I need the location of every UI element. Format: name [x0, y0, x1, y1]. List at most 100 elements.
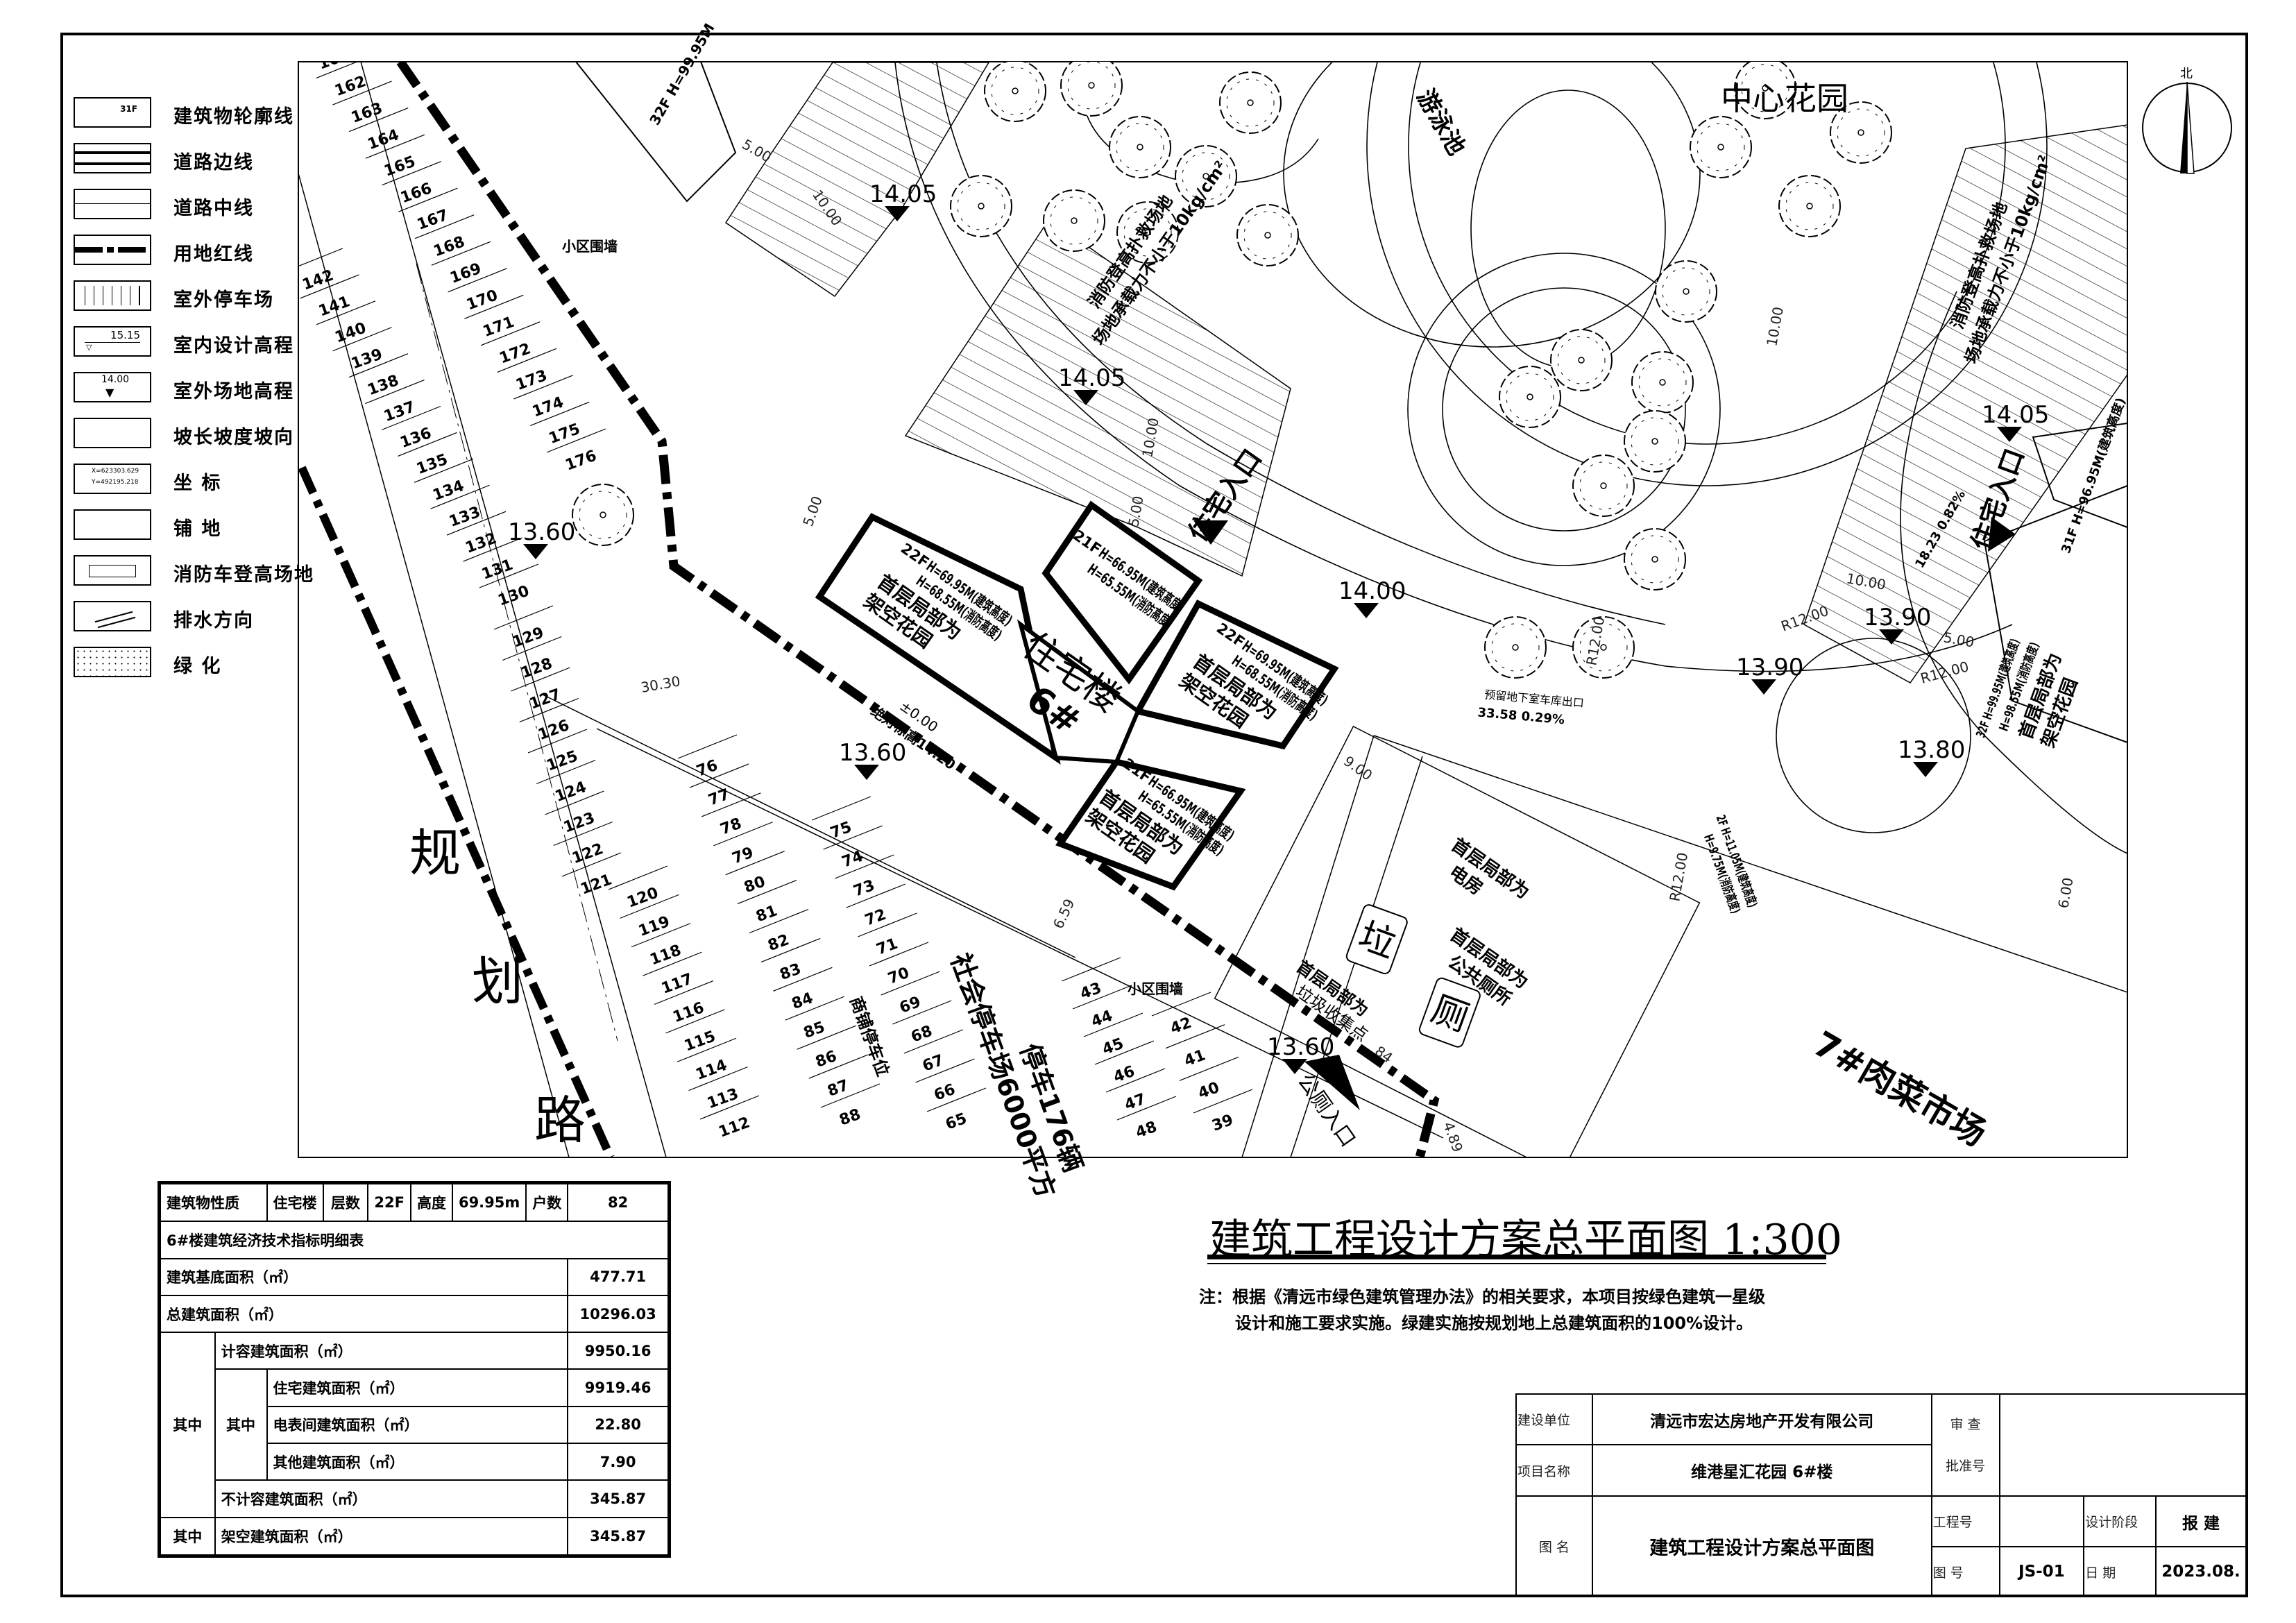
parking-stall-number: 114	[694, 1057, 730, 1084]
parking-stall-number: 113	[705, 1085, 741, 1112]
legend-label: 道路中线	[173, 198, 254, 219]
parking-stall-line	[654, 980, 714, 1005]
parking-stall-number: 118	[648, 942, 684, 969]
parking-stall-line	[737, 880, 797, 905]
parking-stall-line	[398, 187, 458, 212]
title-block: 建设单位 清远市宏达房地产开发有限公司 审 查批准号 项目名称 维港星汇花园 6…	[1515, 1393, 2247, 1597]
sheet-number: JS-01	[1998, 1546, 2085, 1597]
legend-swatch: 31F	[74, 97, 151, 128]
road-name-char: 路	[534, 1091, 586, 1150]
table-cell: 其中	[214, 1368, 268, 1481]
property-red-line	[396, 62, 1440, 1157]
table-cell: 户数	[525, 1182, 569, 1223]
parking-stall-line	[665, 1009, 725, 1034]
plan-content: 1611621631641651661671681691701711721731…	[298, 62, 2127, 1157]
pool-label: 游泳池	[1411, 85, 1471, 160]
road-name-char: 划	[472, 952, 523, 1012]
fire-truck-area	[904, 218, 1291, 577]
legend-sample: X=623303.629	[92, 468, 139, 475]
parking-stall-line	[926, 1087, 987, 1112]
review-label: 审 查	[1950, 1416, 1981, 1432]
client-name: 清远市宏达房地产开发有限公司	[1591, 1393, 1932, 1445]
legend-label: 建筑物轮廓线	[173, 106, 294, 128]
table-cell: 建筑物性质	[158, 1182, 268, 1223]
table-row: 建筑基底面积（㎡）477.71	[158, 1257, 670, 1296]
parking-stall-number: 88	[837, 1106, 863, 1130]
north-arrow: 北	[2142, 67, 2232, 174]
parking-stall-number: 132	[464, 530, 500, 557]
parking-stall-number: 131	[479, 556, 516, 584]
table-cell: 计容建筑面积（㎡）	[214, 1332, 569, 1370]
parking-stall-number: 112	[717, 1114, 753, 1141]
table-cell: 住宅建筑面积（㎡）	[266, 1368, 569, 1407]
table-cell: 建筑基底面积（㎡）	[158, 1257, 569, 1296]
parking-stall-number: 127	[527, 686, 563, 713]
parking-stall-number: 47	[1123, 1091, 1148, 1114]
parking-stall-number: 123	[561, 809, 597, 836]
elevation-triangle-icon	[523, 544, 548, 559]
parking-stall-number: 176	[563, 447, 599, 474]
legend-swatch	[74, 647, 151, 677]
table-cell: 住宅楼	[266, 1182, 324, 1223]
entrance-arrow-icon	[1193, 520, 1228, 545]
elevation-triangle-icon	[885, 206, 910, 221]
parking-stall-line	[398, 432, 457, 457]
table-cell: 22F	[367, 1182, 411, 1223]
table-cell: 82	[567, 1182, 670, 1223]
elevation-triangle-icon	[854, 765, 879, 780]
legend-item-road-center: 道路中线	[74, 189, 303, 223]
legend-label: 坐 标	[173, 473, 222, 494]
parking-stall-line	[414, 214, 475, 239]
parking-stall-line	[1151, 992, 1211, 1017]
fire-truck-area	[724, 62, 990, 298]
parking-stall-line	[316, 62, 359, 79]
planned-road	[298, 62, 2127, 1157]
legend-label: 坡长坡度坡向	[173, 427, 294, 448]
legend-item-building-outline: 31F 建筑物轮廓线	[74, 97, 303, 132]
dimension-label: 5.00	[1942, 629, 1975, 650]
elevation-triangle-icon	[1879, 629, 1904, 645]
elevation-triangle-icon	[1354, 603, 1379, 618]
parking-stall-line	[608, 865, 668, 890]
legend-swatch	[74, 418, 151, 448]
fire-truck-area	[1803, 124, 2127, 683]
parking-stall-line	[365, 134, 425, 159]
parking-stall-number: 119	[636, 913, 672, 940]
parking-stall-line	[823, 825, 883, 850]
parking-stall-line	[448, 268, 507, 293]
triangle-icon: ▼	[105, 386, 114, 399]
parking-stall-line	[749, 908, 809, 934]
parking-stall-number: 44	[1089, 1008, 1115, 1031]
parking-stall-line	[348, 353, 409, 378]
parking-stall-line	[480, 321, 541, 346]
legend-sample: 15.15	[110, 329, 140, 341]
legend-swatch: 14.00▼	[74, 372, 151, 402]
approval-label: 批准号	[1946, 1458, 1986, 1474]
parking-stall-line	[561, 852, 622, 877]
parking-stall-line	[381, 405, 441, 431]
parking-stall-number: 124	[553, 779, 589, 806]
triangle-icon: ▽	[86, 343, 92, 352]
parking-stall-line	[699, 1095, 760, 1120]
legend-swatch	[74, 601, 151, 631]
parking-stall-line	[808, 1054, 869, 1079]
parking-stall-number: 136	[398, 425, 434, 452]
parking-stall-line	[785, 996, 844, 1021]
table-cell: 10296.03	[567, 1294, 670, 1334]
parking-stall-line	[1105, 1068, 1166, 1093]
legend-item-paving: 铺 地	[74, 509, 303, 544]
slope-label: 33.58 0.29%	[1477, 705, 1565, 727]
legend-sample: 14.00	[101, 374, 130, 385]
parking-stall-number: 117	[659, 971, 695, 998]
parking-stall-line	[797, 1025, 856, 1050]
note-line: 设计和施工要求实施。绿建实施按规划地上总建筑面积的100%设计。	[1235, 1314, 1753, 1333]
parking-stall-line	[689, 763, 749, 788]
parking-stall-line	[1179, 1056, 1239, 1081]
sheet-border	[60, 33, 2248, 1597]
elevation-value: 13.60	[1267, 1033, 1334, 1061]
parking-stall-line	[414, 458, 474, 483]
garbage-icon: 垃	[1345, 904, 1408, 975]
parking-stall-line	[643, 951, 702, 976]
project-label: 项目名称	[1515, 1444, 1593, 1497]
